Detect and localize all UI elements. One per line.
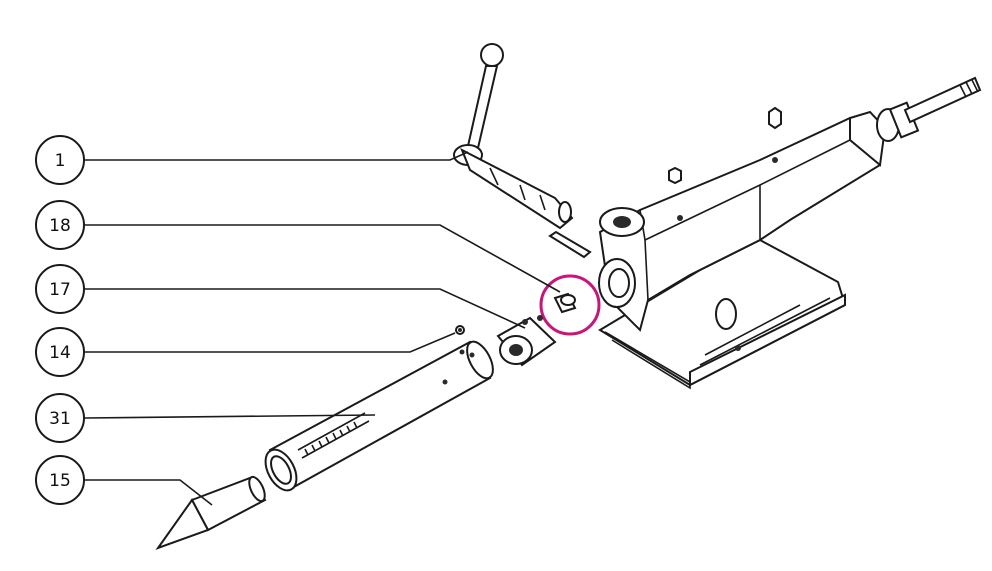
- part-17-sleeve: [496, 315, 557, 367]
- callout-1-label: 1: [55, 151, 66, 171]
- part-18-screw: [553, 292, 577, 314]
- callout-31: 31: [35, 393, 85, 443]
- part-31-quill: [264, 340, 494, 492]
- leader-lines: [83, 151, 561, 506]
- callout-18: 18: [35, 200, 85, 250]
- highlight-circle: [539, 274, 601, 336]
- callout-14: 14: [35, 327, 85, 377]
- callout-18-label: 18: [49, 216, 71, 236]
- callout-15: 15: [35, 455, 85, 505]
- part-15-center: [155, 475, 267, 551]
- tailstock-body: [598, 76, 982, 390]
- callout-17-label: 17: [49, 280, 71, 300]
- lever-handle: [453, 43, 592, 259]
- callout-31-label: 31: [49, 409, 71, 429]
- callout-14-label: 14: [49, 343, 71, 363]
- callout-17: 17: [35, 264, 85, 314]
- part-14-set-screw: [455, 325, 465, 335]
- graduation-scale: [297, 412, 370, 459]
- callout-1: 1: [35, 135, 85, 185]
- callout-15-label: 15: [49, 471, 71, 491]
